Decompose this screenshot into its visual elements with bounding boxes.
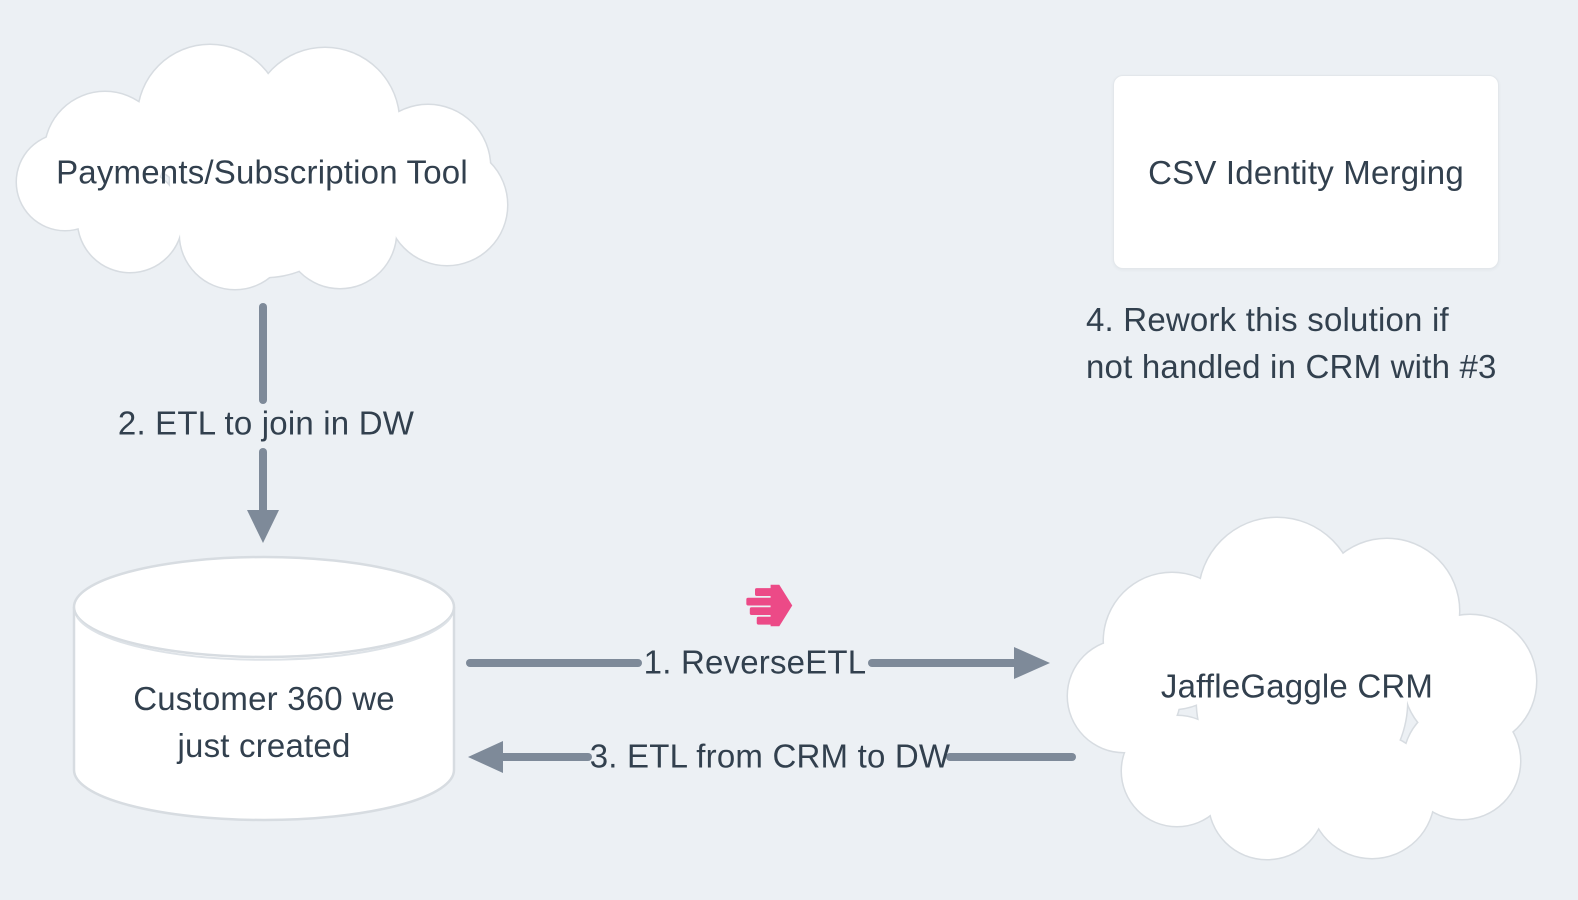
edge-etl-from-crm-arrowhead (468, 741, 503, 773)
csv-identity-box: CSV Identity Merging (1113, 75, 1499, 269)
hightouch-logo-icon (746, 584, 793, 627)
crm-cloud-shape (1066, 516, 1538, 861)
note-rework-solution: 4. Rework this solution if not handled i… (1086, 301, 1497, 385)
edge-etl-to-dw-arrowhead (247, 510, 279, 543)
edge-reverse-etl-arrowhead (1014, 647, 1050, 679)
customer-db-cylinder (72, 555, 456, 822)
customer-db-label: Customer 360 we just created (133, 680, 395, 764)
edge-reverse-etl-label: 1. ReverseETL (643, 643, 867, 681)
edge-etl-from-crm-label: 3. ETL from CRM to DW (589, 737, 951, 775)
edge-etl-to-dw-label: 2. ETL to join in DW (117, 404, 415, 442)
csv-identity-label: CSV Identity Merging (1148, 153, 1464, 191)
payments-cloud-shape (15, 43, 509, 291)
payments-cloud-label: Payments/Subscription Tool (56, 153, 468, 191)
crm-cloud-label: JaffleGaggle CRM (1160, 667, 1434, 705)
